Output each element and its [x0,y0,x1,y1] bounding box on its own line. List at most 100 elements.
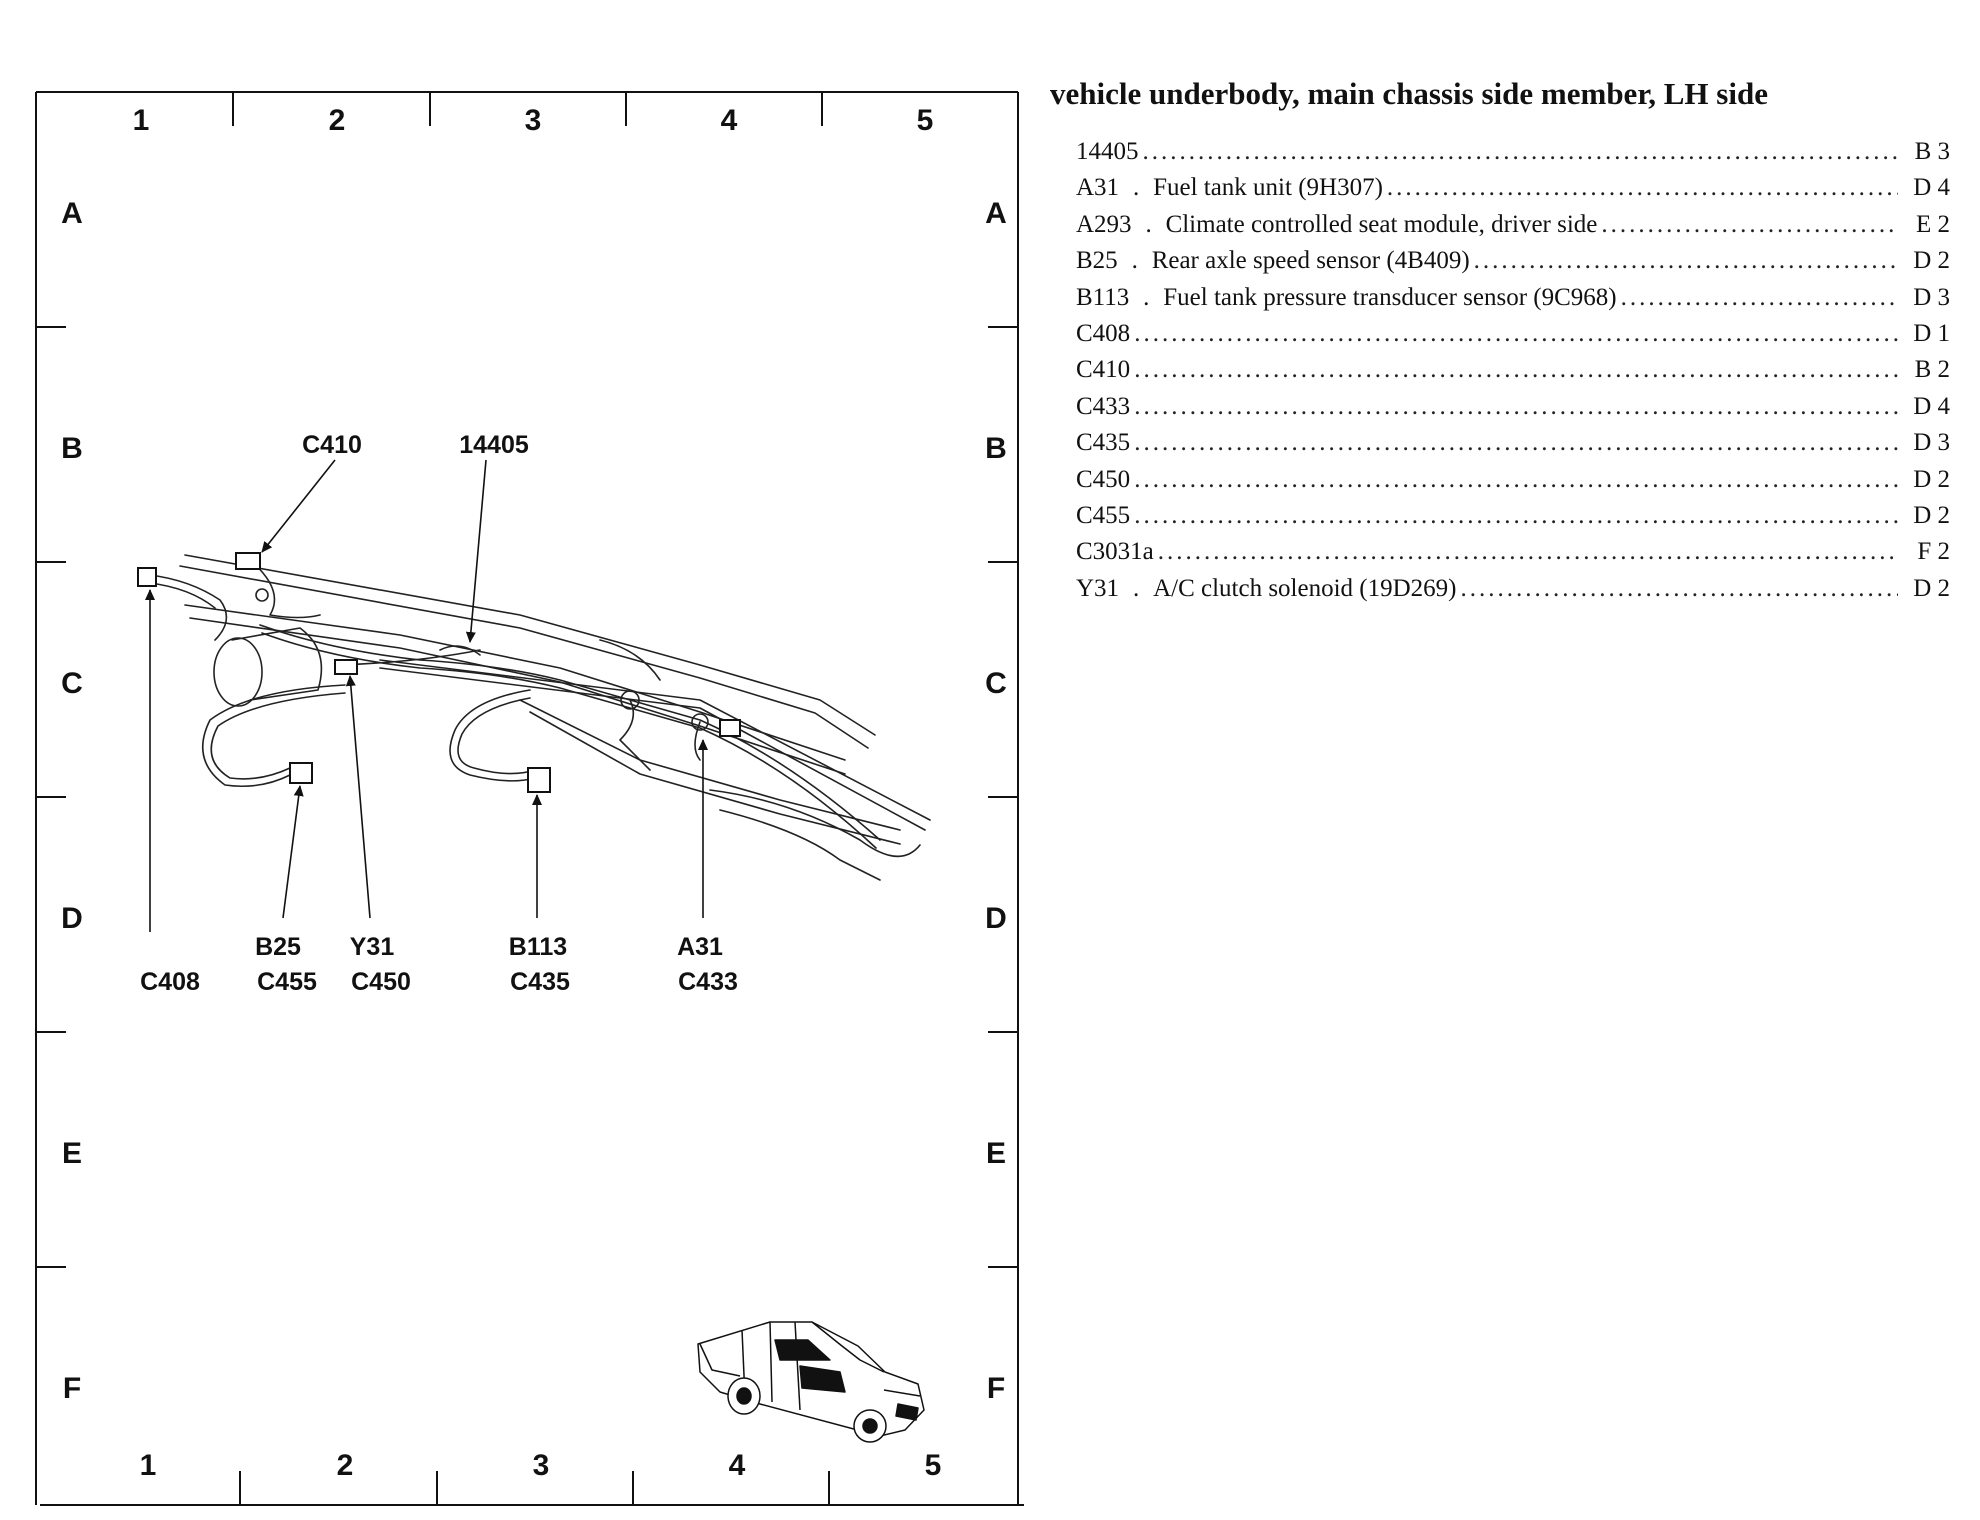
legend-item-c455: C455 D 2 [1076,502,1950,538]
legend-item-grid-location: D 2 [1913,247,1950,275]
legend-item-separator: . [1132,574,1140,602]
callout-a31: A31 [677,933,723,961]
connector-b25 [289,762,313,784]
legend-item-grid-location: F 2 [1917,538,1950,566]
frame-rail-lower [184,604,846,761]
grid-row-label: D [985,902,1007,935]
legend-item-grid-location: D 1 [1913,319,1950,347]
harness-branch-b25 [201,684,346,788]
grid-row-label: C [985,667,1007,700]
legend-item-code: 14405 [1076,138,1139,165]
legend-item-b113: B113. Fuel tank pressure transducer senso… [1076,284,1950,320]
grid-row-label: E [986,1137,1006,1170]
fuel-tank [231,627,323,701]
legend-item-code: B113 [1076,283,1130,311]
brake-lines [379,659,931,821]
main-harness [261,632,877,849]
legend-item-c450: C450 D 2 [1076,466,1950,502]
legend-item-leader-dots [1601,211,1898,239]
callout-b113: B113 [509,933,567,961]
grid-col-label: 2 [329,104,346,137]
legend-item-code: C435 [1076,429,1131,457]
legend-item-separator: . [1131,247,1138,275]
underbody-panel [719,809,881,881]
legend-item-c408: C408D 1 [1076,320,1950,356]
legend-item-leader-dots [1143,138,1899,166]
legend-item-leader-dots [1158,538,1898,566]
grid-col-label: 1 [140,1449,157,1482]
legend-item-y31: Y31. A/C clutch solenoid (19D269) D 2 [1076,575,1950,611]
grid-col-label: 3 [533,1449,550,1482]
harness-branch [439,645,481,656]
grid-row-label: B [61,432,83,465]
legend-title: vehicle underbody, main chassis side mem… [1050,76,1768,111]
legend-item-description: Rear axle speed sensor (4B409) [1151,247,1470,275]
legend-item-code: A293 [1076,210,1132,238]
harness-clip [620,690,640,710]
legend-item-code: C455 [1076,501,1131,529]
callout-c450: C450 [351,968,411,996]
legend-item-grid-location: D 4 [1913,392,1950,420]
legend-item-leader-dots [1621,284,1898,312]
grid-row-label: E [62,1137,82,1170]
legend-item-separator: . [1132,174,1140,202]
callout-14405: 14405 [459,431,529,459]
diagram-frame [35,91,1024,1506]
legend-item-a293: A293.Climate controlled seat module, dri… [1076,211,1950,247]
harness-branch [149,574,228,641]
grid-row-label: D [61,902,83,935]
legend-item-c433: C433 D 4 [1076,393,1950,429]
legend-item-grid-location: D 4 [1913,174,1950,202]
grid-col-label: 5 [925,1449,942,1482]
legend-item-leader-dots [1134,356,1898,384]
legend-item-grid-location: D 2 [1913,465,1950,493]
connectors [137,552,741,793]
legend-item-separator: . [1143,283,1150,311]
harness-clip [255,588,269,602]
legend-item-code: C433 [1076,392,1131,420]
harness-branch-b113 [449,689,536,782]
legend-item-leader-dots [1134,466,1898,494]
legend-item-grid-location: D 2 [1913,501,1950,529]
connector-a31 [719,719,741,737]
legend-item-c410: C410B 2 [1076,356,1950,392]
callout-c435: C435 [510,968,570,996]
legend-item-description: Fuel tank pressure transducer sensor (9C… [1163,283,1617,311]
legend-item-leader-dots [1461,575,1899,603]
legend-item-grid-location: D 2 [1913,574,1950,602]
grid-row-label: F [987,1372,1005,1405]
legend-item-code: Y31 [1076,574,1120,602]
harness-branch-b25 [210,692,346,780]
leader-lines [145,459,708,932]
leader-14405 [465,459,487,643]
legend-item-grid-location: B 2 [1914,356,1950,384]
grid-col-label: 4 [729,1449,746,1482]
grid-col-label: 5 [917,104,934,137]
legend-item-b25: B25.Rear axle speed sensor (4B409)D 2 [1076,247,1950,283]
brake-lines [379,667,926,831]
fuel-tank-end [213,637,263,707]
legend-item-description: A/C clutch solenoid (19D269) [1153,574,1457,602]
callout-c455: C455 [257,968,317,996]
grid-col-label: 1 [133,104,150,137]
harness-branch-b113 [457,697,536,775]
legend-item-14405: 14405B 3 [1076,138,1950,174]
grid-col-label: 2 [337,1449,354,1482]
leader-y31 [345,675,371,919]
legend-item-leader-dots [1134,320,1898,348]
legend-item-grid-location: D 3 [1913,283,1950,311]
grid-row-label: A [61,197,83,230]
legend-item-grid-location: D 3 [1913,429,1950,457]
harness-clip [691,713,709,731]
legend-item-leader-dots [1134,393,1898,421]
grid-col-label: 3 [525,104,542,137]
legend-item-code: C450 [1076,465,1131,493]
grid-row-label: B [985,432,1007,465]
connector-y31 [334,659,358,675]
component-legend: vehicle underbody, main chassis side mem… [1050,76,1950,611]
callout-y31: Y31 [350,933,395,961]
callout-c433: C433 [678,968,738,996]
callout-b25: B25 [255,933,301,961]
